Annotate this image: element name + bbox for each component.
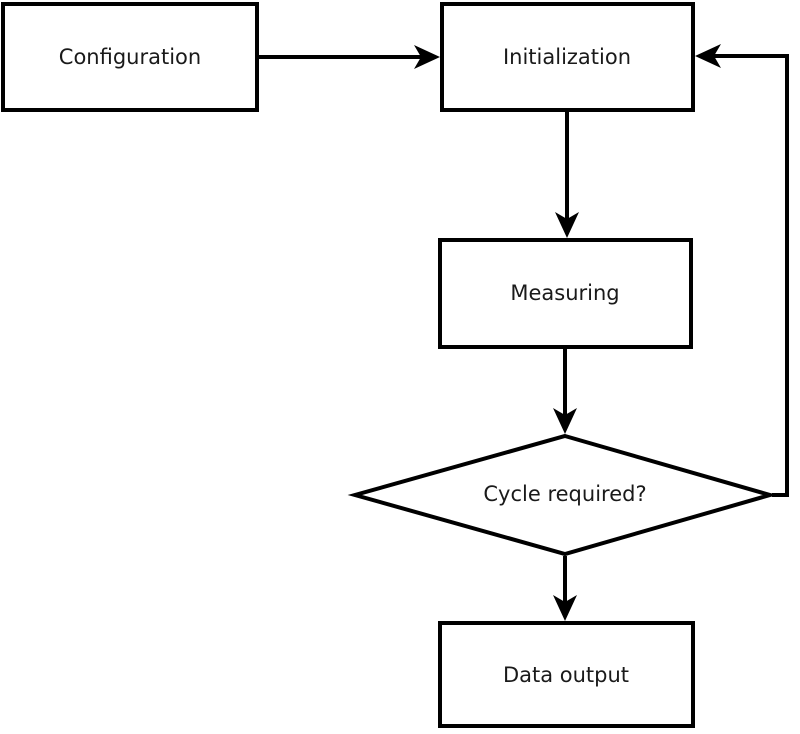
node-measuring-label: Measuring [510, 281, 619, 305]
node-data-output-shape [438, 621, 695, 728]
edge-init-to-measuring-arrowhead [555, 212, 579, 238]
node-initialization-label: Initialization [503, 45, 631, 69]
node-initialization[interactable]: Initialization [440, 2, 695, 112]
edge-cycle-to-init-feedback-line [703, 54, 789, 497]
edge-config-to-init [259, 45, 440, 69]
node-cycle-required[interactable]: Cycle required? [347, 433, 778, 557]
node-measuring-shape [438, 238, 693, 349]
node-initialization-shape [440, 2, 695, 112]
edge-cycle-to-output-arrowhead [553, 595, 577, 621]
edge-measuring-to-cycle [553, 349, 577, 434]
node-data-output[interactable]: Data output [438, 621, 695, 728]
node-data-output-label: Data output [503, 663, 629, 687]
node-configuration[interactable]: Configuration [1, 2, 259, 112]
edge-cycle-to-init-feedback-arrowhead [695, 44, 721, 68]
edge-init-to-measuring [555, 112, 579, 238]
node-cycle-required-label: Cycle required? [483, 482, 646, 506]
edge-config-to-init-arrowhead [414, 45, 440, 69]
edge-cycle-to-init-feedback [695, 44, 789, 497]
node-configuration-shape [1, 2, 259, 112]
node-measuring[interactable]: Measuring [438, 238, 693, 349]
node-configuration-label: Configuration [59, 45, 201, 69]
edge-measuring-to-cycle-arrowhead [553, 408, 577, 434]
edge-cycle-to-output [553, 556, 577, 621]
node-cycle-required-shape [347, 433, 778, 557]
